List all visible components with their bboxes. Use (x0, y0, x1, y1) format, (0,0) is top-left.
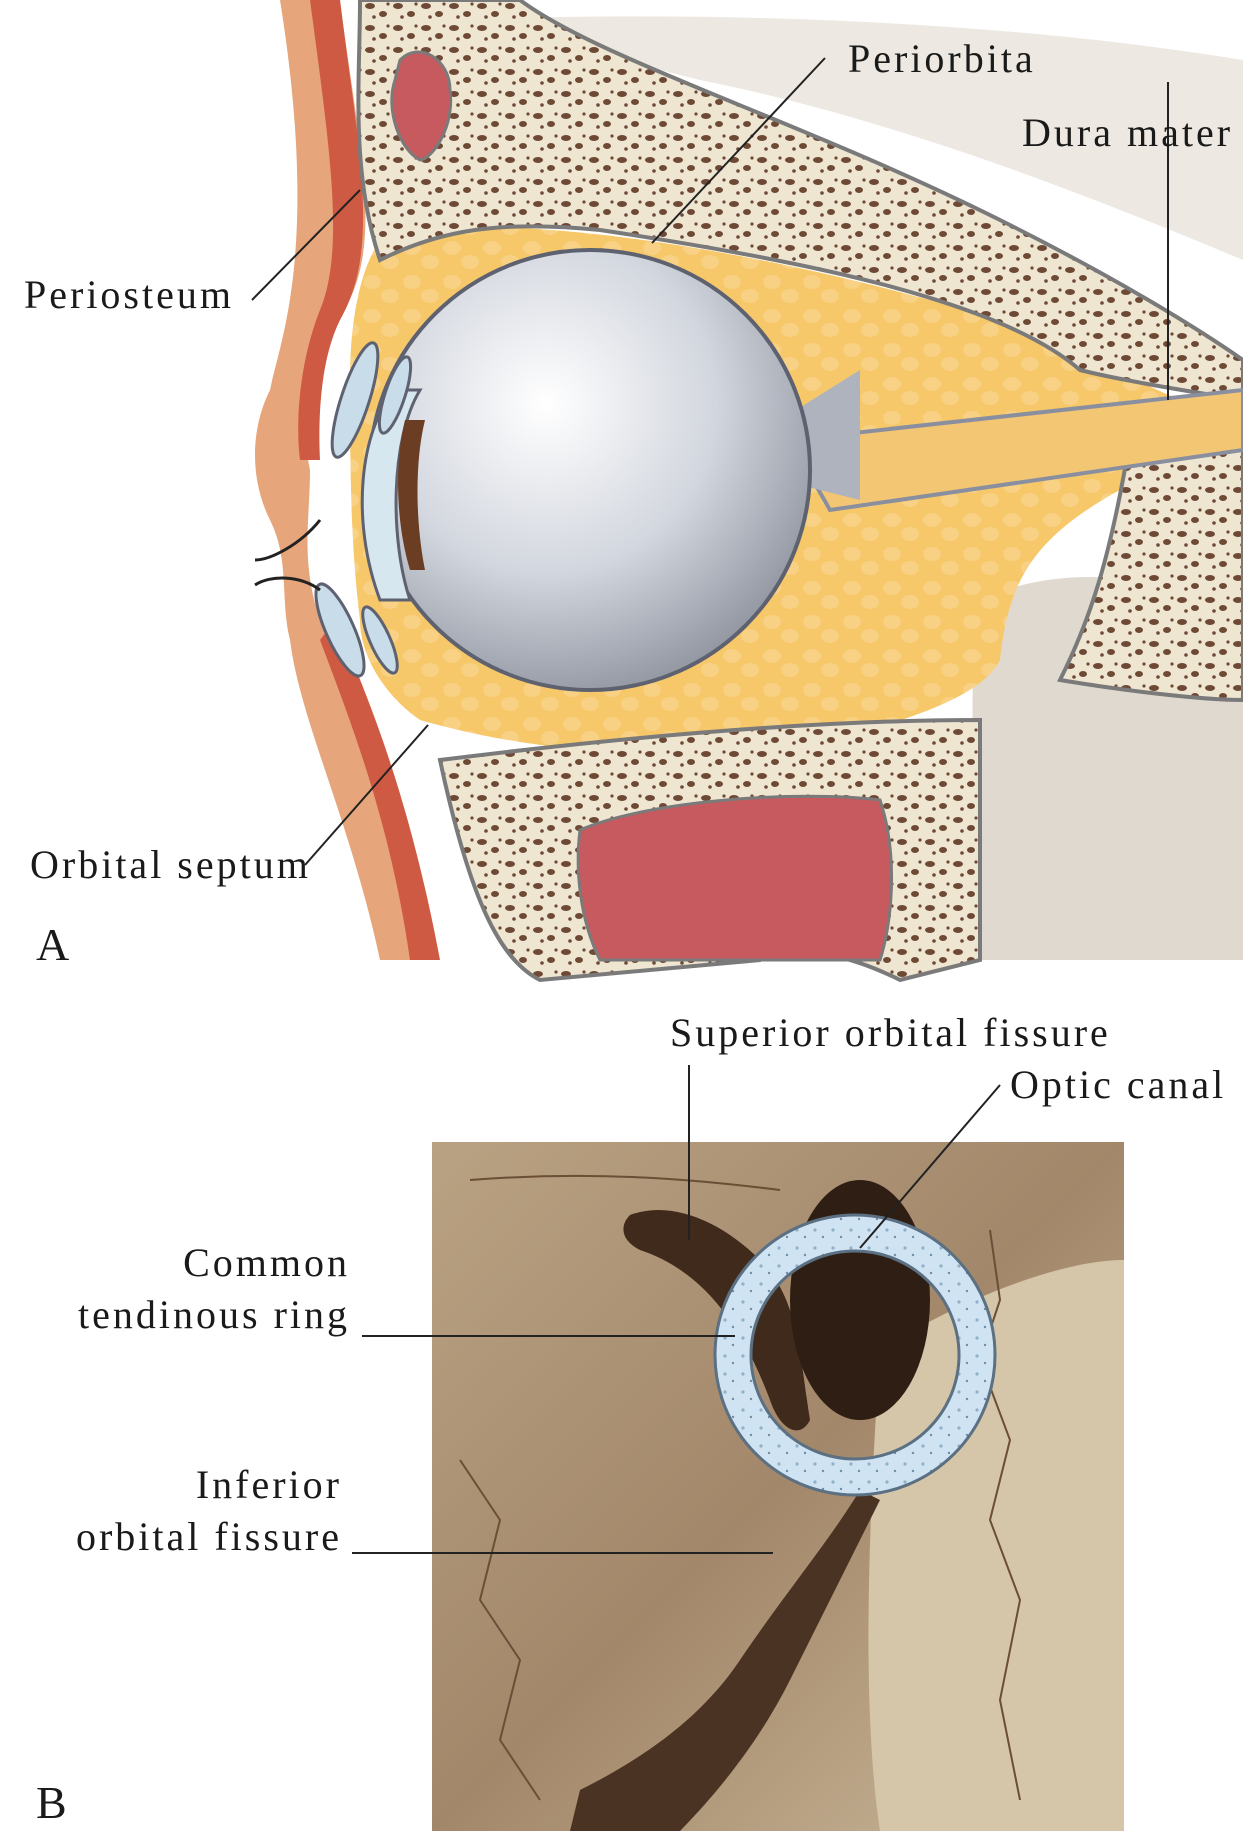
suture-line-3 (470, 1176, 780, 1190)
label-optic-canal: Optic canal (1010, 1062, 1226, 1108)
eyeball (370, 250, 810, 690)
label-inferior-orbital-fissure-line2: orbital fissure (76, 1514, 342, 1560)
optic-canal-opening (790, 1180, 930, 1420)
panel-letter-a: A (36, 918, 69, 971)
leader-optic-canal (860, 1085, 1000, 1248)
label-periorbita: Periorbita (848, 36, 1036, 82)
label-dura-mater: Dura mater (1022, 110, 1233, 156)
common-tendinous-ring-outline-outer (715, 1215, 995, 1495)
suture-line-2 (980, 1230, 1020, 1800)
common-tendinous-ring (733, 1233, 977, 1477)
label-periosteum: Periosteum (24, 272, 234, 318)
label-superior-orbital-fissure: Superior orbital fissure (670, 1010, 1111, 1056)
orbit-bone-background (432, 1142, 1124, 1831)
inferior-orbital-fissure (570, 1490, 880, 1831)
orbit-bone-light-area (868, 1260, 1124, 1831)
superior-orbital-fissure (623, 1210, 810, 1430)
label-common-tendinous-ring-line1: Common (183, 1240, 350, 1286)
panel-letter-b: B (36, 1776, 67, 1829)
label-inferior-orbital-fissure-line1: Inferior (196, 1462, 342, 1508)
maxillary-sinus (578, 796, 891, 960)
label-orbital-septum: Orbital septum (30, 842, 311, 888)
suture-line-1 (460, 1460, 540, 1800)
common-tendinous-ring-outline-inner (751, 1251, 959, 1459)
label-common-tendinous-ring-line2: tendinous ring (78, 1292, 350, 1338)
